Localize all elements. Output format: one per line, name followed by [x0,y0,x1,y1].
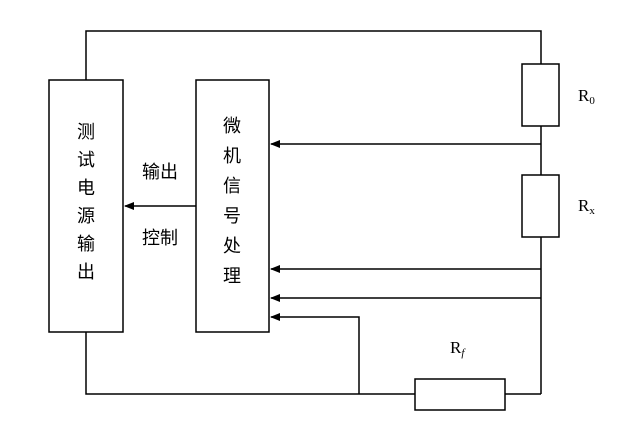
power-source-char-3: 电 [77,178,95,199]
arrow-label-control: 控制 [142,228,178,249]
power-source-block [48,79,124,333]
label-rx: Rx [578,196,595,217]
resistor-rf [414,378,506,411]
bottom-wire [85,332,415,395]
micro-char-5: 处 [223,236,241,257]
micro-char-4: 号 [223,206,241,227]
micro-char-1: 微 [223,116,241,137]
micro-char-6: 理 [223,266,241,287]
power-source-char-5: 输 [77,234,95,255]
power-source-char-6: 出 [77,262,95,283]
power-source-char-4: 源 [77,206,95,227]
resistor-rx [521,174,560,238]
microcomputer-block [195,79,270,333]
label-rf: Rf [450,338,466,359]
top-wire [85,30,542,80]
arrow-label-output: 输出 [142,162,178,183]
label-r0: R0 [578,86,595,107]
resistor-r0 [521,63,560,127]
micro-char-3: 信 [223,176,241,197]
signal-line-4 [270,313,360,394]
power-source-char-1: 测 [77,122,95,143]
micro-char-2: 机 [223,146,241,167]
power-source-char-2: 试 [77,150,95,171]
